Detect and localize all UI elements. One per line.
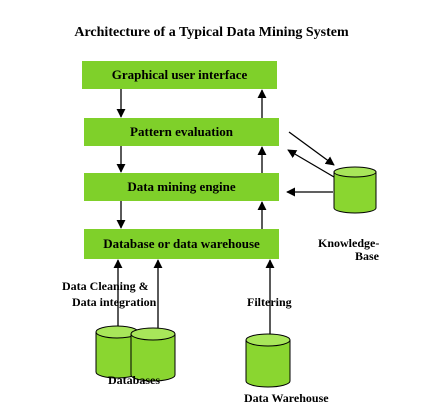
layer-graphical-user-interface: Graphical user interface — [82, 61, 277, 89]
database-cylinder-icon — [130, 327, 176, 382]
arrow-pattern-to-kb — [288, 131, 335, 166]
layer-data-mining-engine: Data mining engine — [84, 173, 279, 201]
knowledge-base-cylinder-icon — [333, 166, 377, 214]
layer-database-or-warehouse: Database or data warehouse — [84, 229, 279, 259]
databases-label: Databases — [108, 373, 161, 387]
filtering-label: Filtering — [247, 295, 292, 309]
layer-label: Database or data warehouse — [103, 236, 260, 251]
layer-label: Data mining engine — [127, 179, 236, 194]
data-warehouse-cylinder-icon — [245, 333, 291, 388]
data-integration-label: Data integration — [72, 295, 157, 309]
diagram-title: Architecture of a Typical Data Mining Sy… — [74, 25, 349, 40]
arrow-kb-to-pattern — [287, 149, 335, 178]
data-warehouse-label: Data Warehouse — [244, 391, 329, 405]
layer-label: Pattern evaluation — [130, 124, 233, 139]
layer-pattern-evaluation: Pattern evaluation — [84, 118, 279, 146]
knowledge-base-label-line2: Base — [355, 249, 379, 263]
layer-label: Graphical user interface — [111, 67, 248, 82]
data-cleaning-label: Data Cleaning & — [62, 279, 149, 293]
knowledge-base-label-line1: Knowledge- — [318, 236, 380, 250]
